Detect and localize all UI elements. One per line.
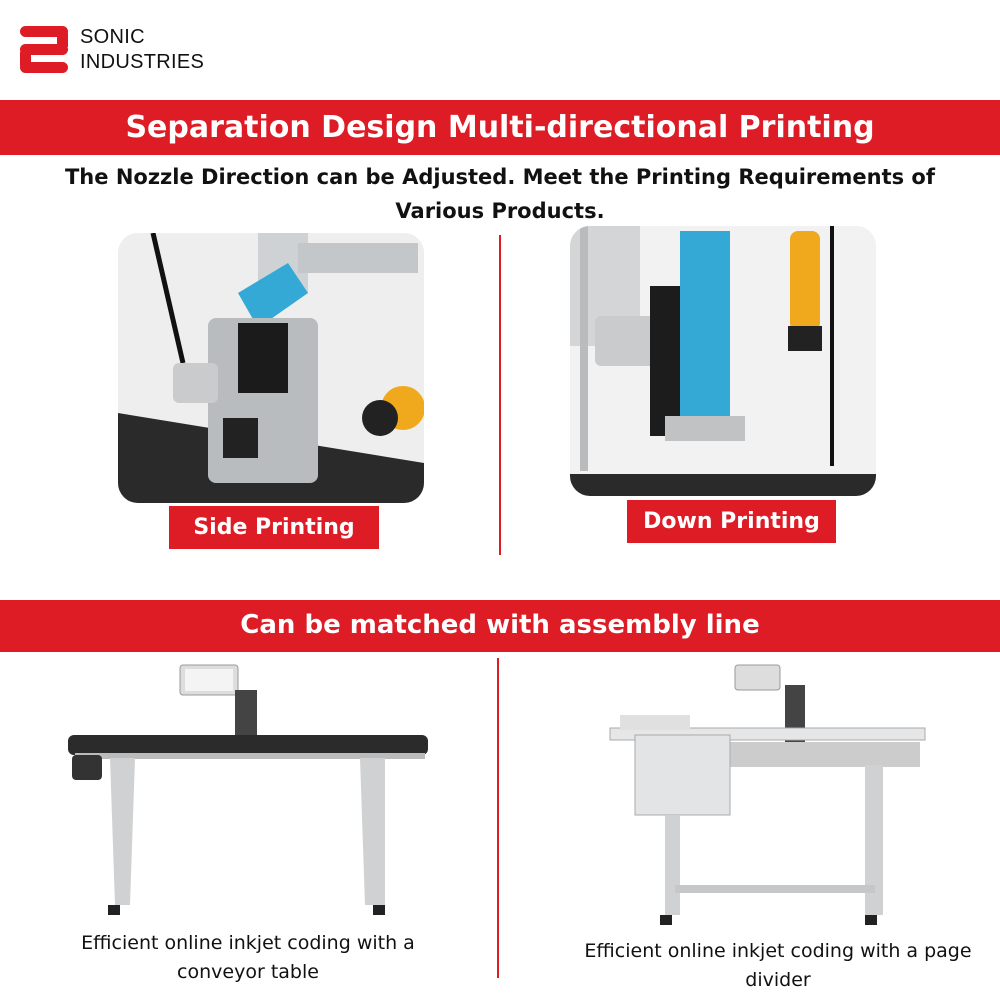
divider-line [499,235,501,555]
section1-subtitle: The Nozzle Direction can be Adjusted. Me… [64,165,935,223]
side-printing-photo [118,233,424,503]
page-divider-caption: Efficient online inkjet coding with a pa… [584,940,972,991]
section1-title: Separation Design Multi-directional Prin… [0,100,1000,155]
down-printing-label: Down Printing [627,500,836,543]
brand-name: SONIC INDUSTRIES [80,25,204,75]
conveyor-caption: Efficient online inkjet coding with a co… [81,932,415,983]
brand-line2: INDUSTRIES [80,51,205,73]
brand-line1: SONIC [80,26,145,48]
side-printing-label: Side Printing [169,506,379,549]
section2-title: Can be matched with assembly line [0,600,1000,652]
page-divider-machine-image [609,664,926,925]
down-printing-photo [570,226,876,496]
divider-line-2 [497,658,499,978]
conveyor-table-image [68,664,428,915]
sonic-logo-icon [20,26,68,73]
